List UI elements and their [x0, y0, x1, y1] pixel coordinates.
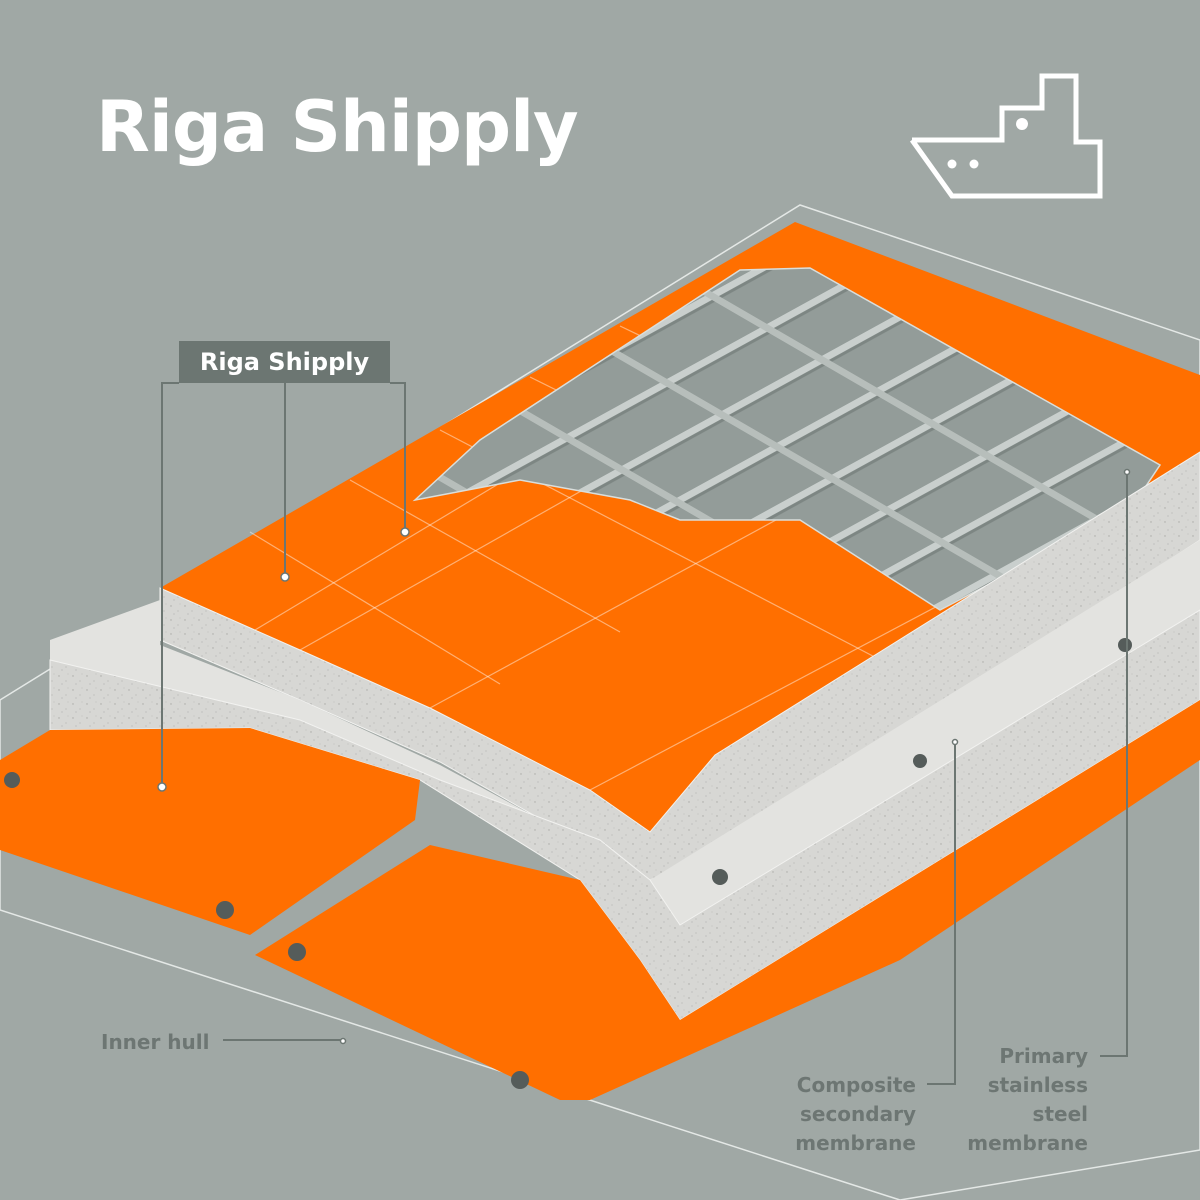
lower-foam-block	[49, 540, 1200, 1021]
ship-icon	[909, 73, 1103, 199]
leader-dots	[157, 468, 1131, 1045]
primary-membrane-label: Primary stainless steel membrane	[967, 1044, 1088, 1155]
secondary-membrane-label: Composite secondary membrane	[795, 1073, 916, 1155]
leader-lines	[161, 382, 1128, 1085]
product-tag: Riga Shipply	[179, 341, 390, 383]
outer-hull-plate	[0, 204, 1200, 1200]
inner-hull-label: Inner hull	[101, 1030, 210, 1054]
inner-hull-plates	[0, 638, 1200, 1100]
page-title: Riga Shipply	[96, 86, 579, 168]
upper-foam-block	[159, 451, 1200, 881]
